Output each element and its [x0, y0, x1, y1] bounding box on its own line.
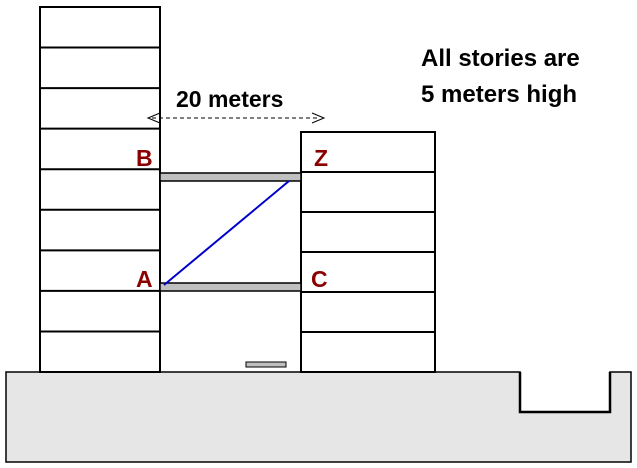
note-line-1: All stories are: [421, 45, 580, 72]
left-building: [39, 6, 161, 373]
diagonal-line: [163, 180, 290, 286]
point-label-c: C: [311, 266, 328, 292]
distance-arrow-icon: [146, 112, 326, 124]
point-label-z: Z: [314, 145, 328, 171]
note-line-2: 5 meters high: [421, 81, 577, 108]
walkway-upper: [159, 172, 302, 182]
point-label-b: B: [136, 145, 153, 171]
pit: [518, 372, 612, 414]
ground-plate: [245, 361, 287, 368]
right-building: [300, 131, 436, 373]
distance-label: 20 meters: [176, 86, 283, 112]
ground: [5, 371, 632, 463]
point-label-a: A: [136, 266, 153, 292]
walkway-lower: [159, 282, 302, 292]
